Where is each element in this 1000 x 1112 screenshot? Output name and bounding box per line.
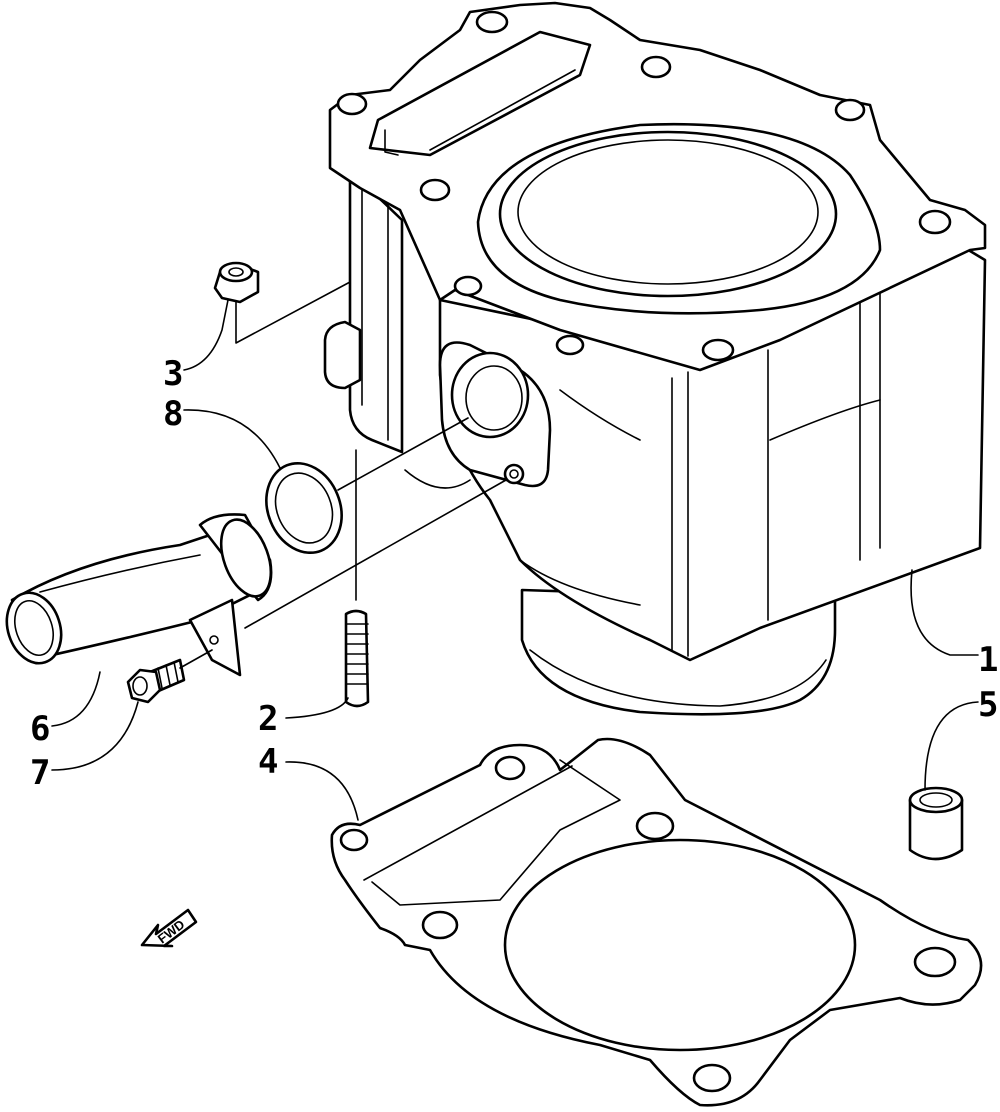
stud-part [344, 609, 370, 708]
arrow-left-icon [140, 908, 198, 948]
cylinder-part [323, 1, 987, 716]
callout-6: 6 [30, 709, 50, 749]
o-ring-part [265, 461, 343, 555]
callout-3: 3 [163, 354, 183, 394]
leader-5 [924, 701, 979, 791]
nut-part [213, 261, 260, 304]
callout-2: 2 [258, 699, 278, 739]
leader-1 [910, 569, 979, 656]
o-ring-leader-line [337, 417, 469, 491]
dowel-pin-part [908, 786, 964, 861]
pipe-bracket-leader-line [244, 479, 507, 629]
callout-4: 4 [258, 742, 278, 782]
leader-3 [183, 299, 229, 371]
callout-8: 8 [163, 394, 183, 434]
bolt-part [126, 658, 186, 704]
gasket-part [330, 737, 983, 1107]
callout-7: 7 [30, 753, 50, 793]
coolant-pipe-part [5, 513, 273, 677]
leader-6 [51, 671, 101, 727]
callout-5: 5 [978, 685, 998, 725]
leader-2 [285, 697, 349, 719]
leader-7 [51, 701, 139, 771]
leader-8 [183, 409, 281, 469]
callout-1: 1 [978, 640, 998, 680]
leader-4 [285, 761, 359, 821]
callout-leaders [51, 299, 979, 821]
nut-leader-line [235, 281, 351, 344]
fwd-direction-marker: FWD [140, 908, 198, 948]
bolt-leader-line [179, 649, 213, 669]
